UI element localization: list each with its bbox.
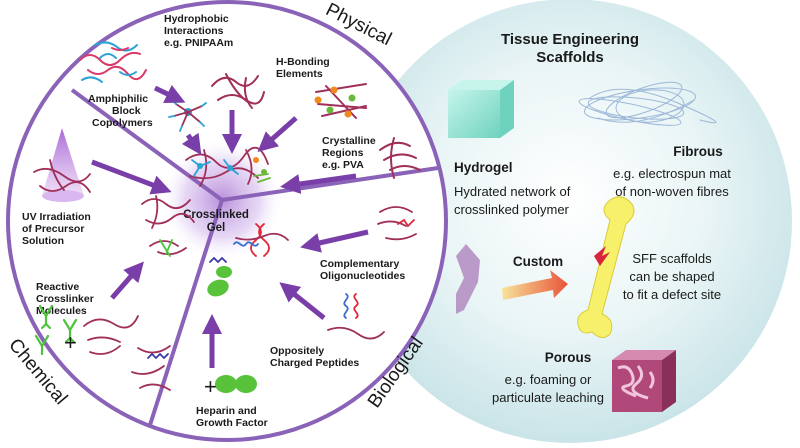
oligonucleotide-polymer-icon bbox=[377, 206, 417, 241]
uv-cone-icon bbox=[42, 128, 84, 202]
arrow-micelle-to-gel bbox=[181, 132, 202, 155]
divider-physical-biological bbox=[221, 166, 439, 202]
arrow-crystalline-to-gel bbox=[280, 173, 357, 194]
fibrous-heading: Fibrous bbox=[673, 144, 723, 159]
fibrous-desc-2: of non-woven fibres bbox=[615, 184, 729, 199]
arrow-peptides-to-gel bbox=[279, 282, 326, 320]
chemical-arrows bbox=[91, 159, 172, 300]
hydrophobic-label-3: e.g. PNIPAAm bbox=[164, 37, 233, 49]
porous-heading: Porous bbox=[545, 350, 592, 365]
arrow-amphiphilic-to-micelle bbox=[153, 84, 186, 103]
porous-block-icon bbox=[612, 350, 676, 412]
divider-chemical-biological bbox=[148, 199, 224, 426]
amphiphilic-label-2: Block bbox=[112, 105, 141, 117]
crystalline-label-1: Crystalline bbox=[322, 135, 376, 147]
custom-arrow-icon bbox=[502, 270, 568, 300]
arrow-reactive-to-gel bbox=[110, 261, 144, 300]
reactive-label-1: Reactive bbox=[36, 281, 79, 293]
hbond-label-1: H-Bonding bbox=[276, 56, 330, 68]
porous-desc-2: particulate leaching bbox=[492, 390, 604, 405]
custom-desc-2: can be shaped bbox=[629, 269, 714, 284]
crosslinker-molecules-icon bbox=[34, 304, 78, 356]
crosslinking-wheel bbox=[6, 0, 448, 442]
divider-physical-chemical bbox=[70, 88, 224, 202]
uv-label-3: Solution bbox=[22, 235, 64, 247]
reactive-label-2: Crosslinker bbox=[36, 293, 94, 305]
hbond-polymer-icon bbox=[314, 83, 367, 119]
plus-sign-biological: + bbox=[204, 374, 217, 399]
reactive-polymer-icon bbox=[83, 315, 139, 355]
plus-sign-chemical: + bbox=[64, 330, 77, 355]
complementary-label-1: Complementary bbox=[320, 258, 400, 270]
crosslinked-polymer-icon bbox=[141, 195, 195, 257]
amphiphilic-label-3: Copolymers bbox=[92, 117, 153, 129]
custom-scaffold-shape-icon bbox=[456, 244, 480, 314]
hydrophobic-polymer-icon bbox=[211, 73, 265, 109]
hydrogel-cube-icon bbox=[448, 80, 514, 138]
custom-desc-1: SFF scaffolds bbox=[632, 251, 712, 266]
scaffolds-title-1: Tissue Engineering bbox=[501, 31, 639, 48]
hydrogel-desc-1: Hydrated network of bbox=[454, 184, 571, 199]
crystalline-label-3: e.g. PVA bbox=[322, 159, 364, 171]
hydrogel-heading: Hydrogel bbox=[454, 160, 513, 175]
dna-helix-icon bbox=[235, 223, 289, 257]
hydrophobic-label-2: Interactions bbox=[164, 25, 224, 37]
uv-label-1: UV Irradiation bbox=[22, 211, 91, 223]
amphiphilic-label-1: Amphiphilic bbox=[88, 93, 148, 105]
custom-desc-3: to fit a defect site bbox=[623, 287, 721, 302]
fibrous-mat-icon bbox=[578, 81, 717, 126]
porous-desc-1: e.g. foaming or bbox=[505, 372, 592, 387]
gel-label-2: Gel bbox=[207, 222, 226, 234]
crystalline-polymer-icon bbox=[379, 137, 421, 179]
biological-arrows bbox=[202, 229, 369, 368]
fibrous-desc-1: e.g. electrospun mat bbox=[613, 166, 731, 181]
peptides-label-2: Charged Peptides bbox=[270, 357, 359, 369]
heparin-icon bbox=[131, 256, 227, 391]
precursor-polymer-icon bbox=[33, 159, 91, 193]
hydrogel-desc-2: crosslinked polymer bbox=[454, 202, 570, 217]
scaffolds-title-2: Scaffolds bbox=[536, 49, 604, 66]
amphiphilic-polymers-icon bbox=[79, 41, 147, 83]
bone-icon bbox=[577, 196, 635, 338]
reactive-label-3: Molecules bbox=[36, 305, 87, 317]
custom-heading: Custom bbox=[513, 254, 563, 269]
peptide-coil-icon bbox=[233, 241, 385, 340]
heparin-label-1: Heparin and bbox=[196, 405, 257, 417]
uv-label-2: of Precursor bbox=[22, 223, 84, 235]
growth-factor-icon bbox=[207, 266, 257, 393]
hbond-label-2: Elements bbox=[276, 68, 323, 80]
complementary-label-2: Oligonucleotides bbox=[320, 270, 405, 282]
gel-label-1: Crosslinked bbox=[183, 209, 249, 221]
arrow-uv-to-gel bbox=[91, 159, 172, 195]
arrow-hbond-to-gel bbox=[257, 116, 298, 152]
peptides-label-1: Oppositely bbox=[270, 345, 324, 357]
hydrophobic-label-1: Hydrophobic bbox=[164, 13, 229, 25]
crystalline-label-2: Regions bbox=[322, 147, 364, 159]
physical-arrows bbox=[153, 84, 357, 194]
gel-network-icon bbox=[185, 146, 271, 187]
arrow-oligo-to-gel bbox=[300, 229, 369, 253]
heparin-label-2: Growth Factor bbox=[196, 417, 268, 429]
